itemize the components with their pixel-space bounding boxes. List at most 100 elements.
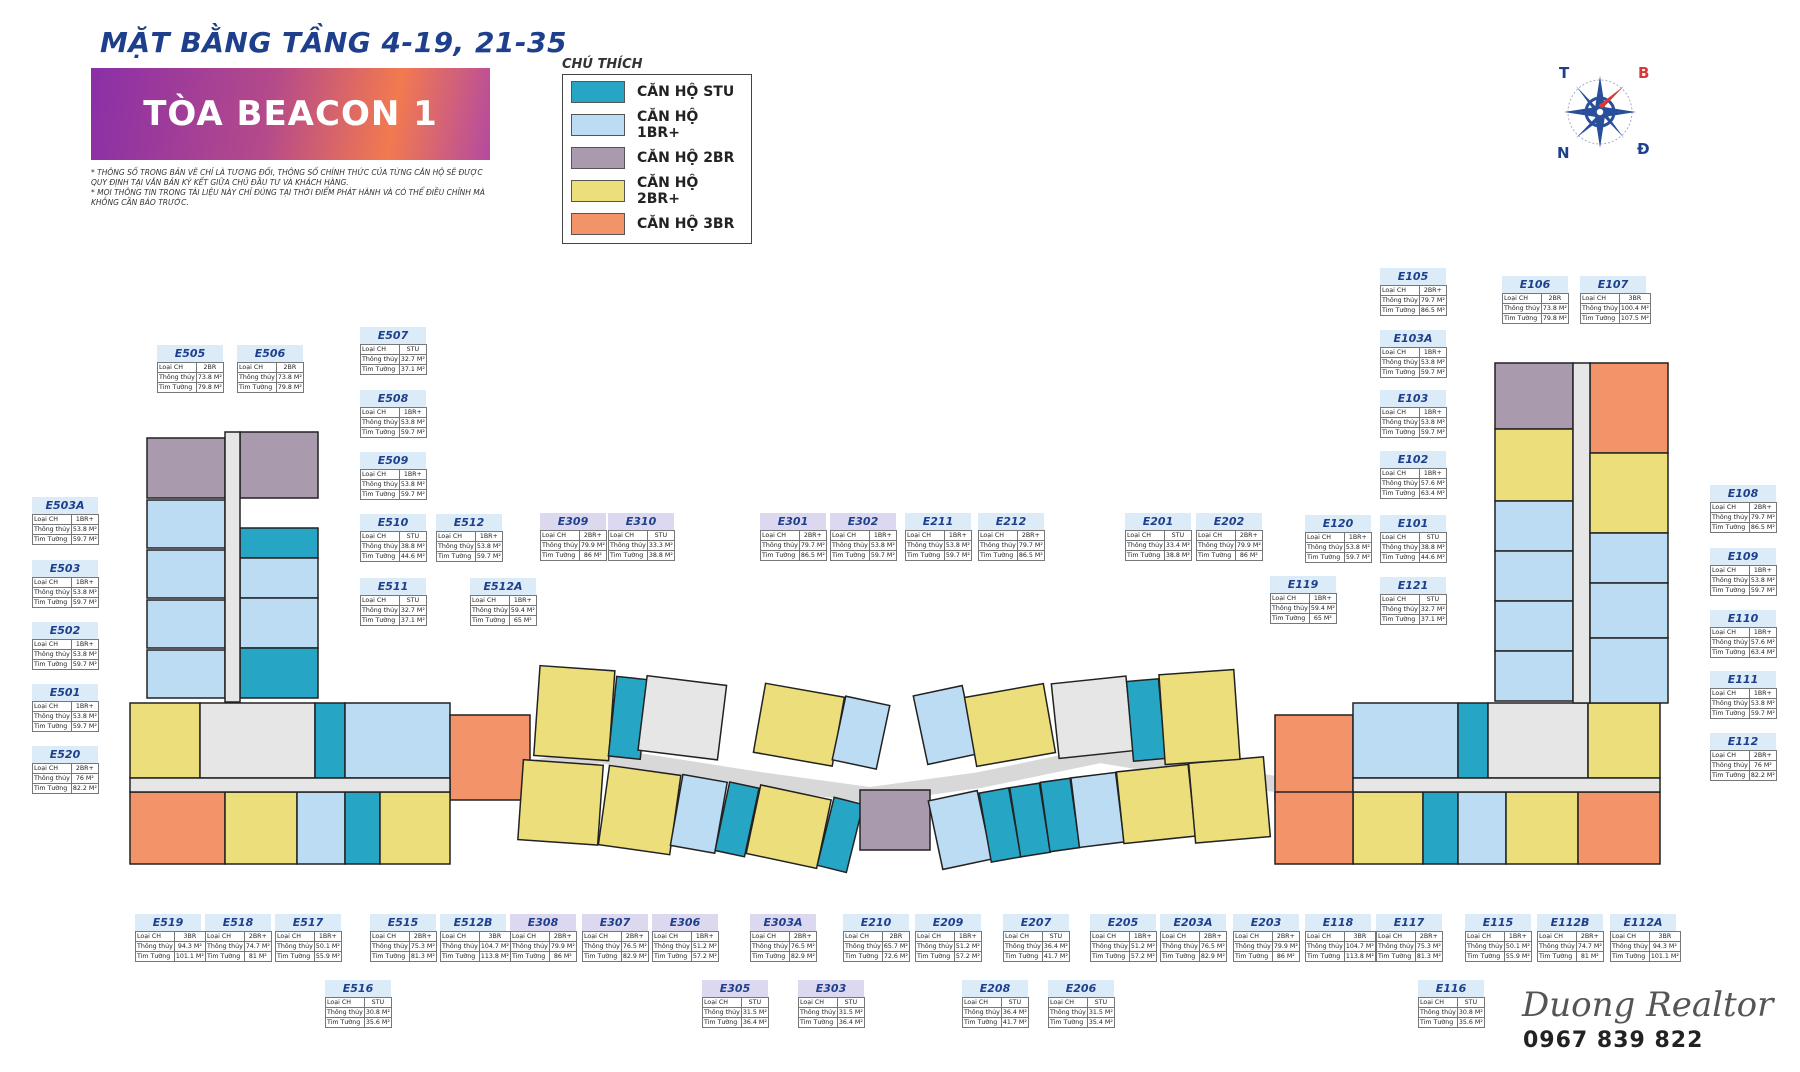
spec-label: Tim Tường bbox=[32, 721, 72, 732]
unit-e109 bbox=[1589, 532, 1669, 584]
spec-value: STU bbox=[836, 997, 865, 1008]
spec-value: 32.7 M² bbox=[398, 605, 427, 616]
spec-label: Thông thủy bbox=[360, 605, 400, 616]
spec-value: 59.7 M² bbox=[398, 427, 427, 438]
spec-label: Thông thủy bbox=[1380, 542, 1420, 553]
spec-value: 86.5 M² bbox=[1016, 550, 1045, 561]
spec-value: 86 M² bbox=[548, 951, 577, 962]
unit-e307 bbox=[597, 764, 682, 856]
legend-swatch-3br bbox=[571, 213, 625, 235]
spec-value: 79.8 M² bbox=[275, 382, 304, 393]
spec-label: Loại CH bbox=[32, 763, 72, 774]
spec-value: 1BR+ bbox=[398, 469, 427, 480]
spec-value: 65 M² bbox=[1308, 613, 1337, 624]
spec-label: Loại CH bbox=[1160, 931, 1200, 942]
spec-value: 59.7 M² bbox=[1418, 367, 1447, 378]
spec-value: 100.4 M² bbox=[1618, 303, 1651, 314]
spec-value: 75.3 M² bbox=[408, 941, 437, 952]
unit-code: E301 bbox=[760, 513, 826, 530]
unit-code: E106 bbox=[1502, 276, 1568, 293]
spec-value: 38.8 M² bbox=[398, 541, 427, 552]
unit-code: E520 bbox=[32, 746, 98, 763]
spec-label: Tim Tường bbox=[830, 550, 870, 561]
spec-label: Thông thủy bbox=[652, 941, 692, 952]
spec-label: Tim Tường bbox=[1380, 614, 1420, 625]
spec-label: Tim Tường bbox=[360, 551, 400, 562]
spec-value: 1BR+ bbox=[1128, 931, 1157, 942]
spec-value: 74.7 M² bbox=[1575, 941, 1604, 952]
unit-code: E503 bbox=[32, 560, 98, 577]
spec-value: 57.2 M² bbox=[953, 951, 982, 962]
spec-label: Loại CH bbox=[540, 530, 580, 541]
spec-label: Loại CH bbox=[360, 595, 400, 606]
unit-e101 bbox=[1494, 650, 1574, 702]
spec-label: Loại CH bbox=[1710, 688, 1750, 699]
spec-label: Thông thủy bbox=[360, 479, 400, 490]
unit-code: E203 bbox=[1233, 914, 1299, 931]
spec-value: 2BR+ bbox=[1198, 931, 1227, 942]
spec-value: 79.7 M² bbox=[1748, 512, 1777, 523]
spec-value: 72.6 M² bbox=[881, 951, 910, 962]
spec-label: Thông thủy bbox=[798, 1007, 838, 1018]
spec-value: 55.9 M² bbox=[1503, 951, 1532, 962]
spec-value: 104.7 M² bbox=[478, 941, 511, 952]
spec-value: 82.2 M² bbox=[70, 783, 99, 794]
unit-code: E305 bbox=[702, 980, 768, 997]
spec-label: Loại CH bbox=[237, 362, 277, 373]
spec-value: 76.5 M² bbox=[1198, 941, 1227, 952]
spec-label: Tim Tường bbox=[470, 615, 510, 626]
spec-label: Thông thủy bbox=[1380, 478, 1420, 489]
spec-label: Thông thủy bbox=[1003, 941, 1043, 952]
spec-label: Thông thủy bbox=[440, 941, 480, 952]
spec-value: 53.8 M² bbox=[1343, 542, 1372, 553]
spec-label: Tim Tường bbox=[1502, 313, 1542, 324]
spec-value: 76.5 M² bbox=[620, 941, 649, 952]
spec-value: 51.2 M² bbox=[690, 941, 719, 952]
spec-value: 53.8 M² bbox=[1748, 575, 1777, 586]
spec-value: 33.3 M² bbox=[646, 540, 675, 551]
spec-value: 2BR+ bbox=[408, 931, 437, 942]
spec-label: Loại CH bbox=[1502, 293, 1542, 304]
spec-value: 59.7 M² bbox=[70, 659, 99, 670]
spec-label: Loại CH bbox=[1380, 468, 1420, 479]
unit-code: E512 bbox=[436, 514, 502, 531]
spec-label: Loại CH bbox=[1196, 530, 1236, 541]
spec-value: 53.8 M² bbox=[70, 587, 99, 598]
unit-e515 bbox=[379, 791, 451, 865]
spec-label: Tim Tường bbox=[1418, 1017, 1458, 1028]
spec-label: Tim Tường bbox=[275, 951, 315, 962]
spec-label: Loại CH bbox=[360, 531, 400, 542]
spec-label: Tim Tường bbox=[1580, 313, 1620, 324]
spec-label: Tim Tường bbox=[1380, 427, 1420, 438]
spec-value: 51.2 M² bbox=[1128, 941, 1157, 952]
spec-value: 74.7 M² bbox=[243, 941, 272, 952]
unit-e520 bbox=[129, 702, 201, 779]
spec-value: 2BR+ bbox=[798, 530, 827, 541]
spec-label: Loại CH bbox=[1305, 532, 1345, 543]
spec-label: Thông thủy bbox=[830, 540, 870, 551]
spec-value: 2BR+ bbox=[1271, 931, 1300, 942]
spec-label: Thông thủy bbox=[32, 711, 72, 722]
unit-e512a bbox=[449, 714, 531, 801]
legend-label-2br: CĂN HỘ 2BR bbox=[637, 150, 735, 166]
spec-value: 101.1 M² bbox=[1648, 951, 1681, 962]
spec-label: Loại CH bbox=[360, 469, 400, 480]
spec-label: Tim Tường bbox=[32, 659, 72, 670]
